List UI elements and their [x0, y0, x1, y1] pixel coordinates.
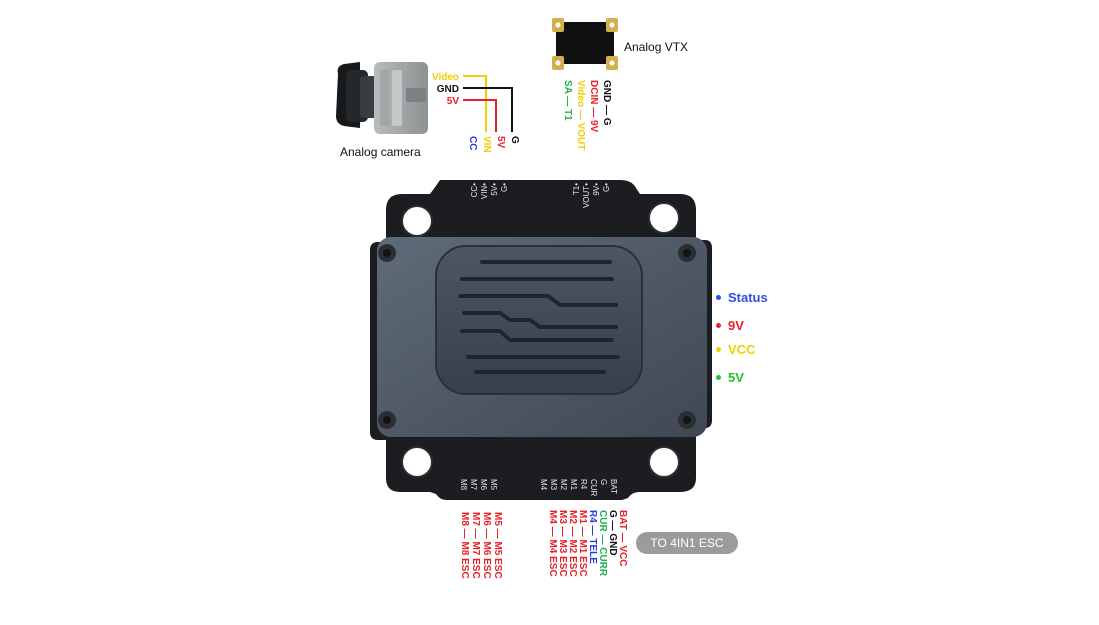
legend-vcc: VCC: [716, 340, 755, 358]
camera-caption: Analog camera: [340, 145, 421, 159]
mounting-hole-br: [648, 446, 680, 478]
camera-pin-label: G: [509, 136, 520, 144]
board-pin-label: G: [599, 479, 608, 485]
legend-label: VCC: [728, 341, 756, 357]
esc-left-label: M7 — M7 ESC: [470, 512, 481, 579]
esc-right-label: BAT — VCC: [617, 510, 628, 566]
board-pin-label: G•: [602, 183, 611, 192]
analog-vtx: [552, 18, 618, 70]
legend-label: 5V: [728, 369, 744, 385]
camera-pin-label: VIN: [481, 136, 492, 153]
board-pin-label: M4: [539, 479, 548, 491]
camera-wire-label: Video: [432, 72, 459, 83]
board-pin-label: M1: [569, 479, 578, 491]
legend-status: Status: [716, 288, 768, 306]
camera-pin-label: 5V: [495, 136, 506, 149]
esc-right-label: M3 — M3 ESC: [557, 510, 568, 577]
esc-right-label: M4 — M4 ESC: [547, 510, 558, 577]
flight-controller-board: [370, 180, 712, 500]
legend-dot: [716, 374, 721, 380]
screw-br: [678, 411, 696, 429]
analog-camera: [336, 62, 428, 134]
led-legend: Status 9V VCC 5V: [716, 288, 836, 398]
board-pin-label: M3: [549, 479, 558, 491]
board-pin-label: CC•: [470, 183, 479, 198]
mounting-hole-tl: [401, 205, 433, 237]
legend-label: 9V: [728, 317, 744, 333]
camera-wires: [463, 75, 513, 132]
legend-label: Status: [728, 289, 768, 305]
pin-labels-top-left: CC•VIN•5V•G•: [470, 183, 509, 199]
board-pin-label: BAT: [609, 479, 618, 494]
legend-5v: 5V: [716, 368, 744, 386]
board-pin-label: M7: [469, 479, 478, 491]
board-pin-label: M8: [459, 479, 468, 491]
screw-tl: [378, 244, 396, 262]
esc-right-label: CUR — CURR: [597, 510, 608, 577]
vtx-wire-label: SA — T1: [562, 80, 573, 121]
board-pin-label: 5V•: [490, 183, 499, 196]
board-pin-label: R4: [579, 479, 588, 490]
pin-labels-top-right: T1•VOUT•9V•G•: [572, 183, 611, 208]
vtx-wire-label: DCIN — 9V: [588, 80, 599, 133]
esc-right-label: M2 — M2 ESC: [567, 510, 578, 577]
camera-wire-label: 5V: [447, 96, 460, 107]
esc-left-label: M5 — M5 ESC: [492, 512, 503, 579]
vtx-wire-label: Video — VOUT: [575, 80, 586, 150]
board-pin-label: M6: [479, 479, 488, 491]
board-pin-label: M5: [489, 479, 498, 491]
board-pin-label: CUR: [589, 479, 598, 497]
esc-left-label: M6 — M6 ESC: [481, 512, 492, 579]
camera-wire-label: GND: [437, 84, 459, 95]
legend-dot: [716, 294, 721, 300]
legend-9v: 9V: [716, 316, 744, 334]
heatsink-grooves: [458, 260, 620, 374]
camera-pin-label: CC: [467, 136, 478, 150]
esc-right-label: M1 — M1 ESC: [577, 510, 588, 577]
board-pin-label: VOUT•: [582, 183, 591, 208]
board-pin-label: VIN•: [480, 183, 489, 199]
screw-tr: [678, 244, 696, 262]
mounting-hole-tr: [648, 202, 680, 234]
board-pin-label: T1•: [572, 183, 581, 195]
screw-bl: [378, 411, 396, 429]
esc-badge: TO 4IN1 ESC: [636, 532, 738, 554]
board-pin-label: G•: [500, 183, 509, 192]
esc-left-label: M8 — M8 ESC: [459, 512, 470, 579]
vtx-caption: Analog VTX: [624, 40, 689, 54]
mounting-hole-bl: [401, 446, 433, 478]
board-pin-label: 9V•: [592, 183, 601, 196]
legend-dot: [716, 322, 721, 328]
esc-right-label: G — GND: [607, 510, 618, 556]
board-pin-label: M2: [559, 479, 568, 491]
esc-right-label: R4 — TELE: [587, 510, 598, 564]
vtx-wire-label: GND — G: [601, 80, 612, 126]
legend-dot: [716, 346, 721, 352]
